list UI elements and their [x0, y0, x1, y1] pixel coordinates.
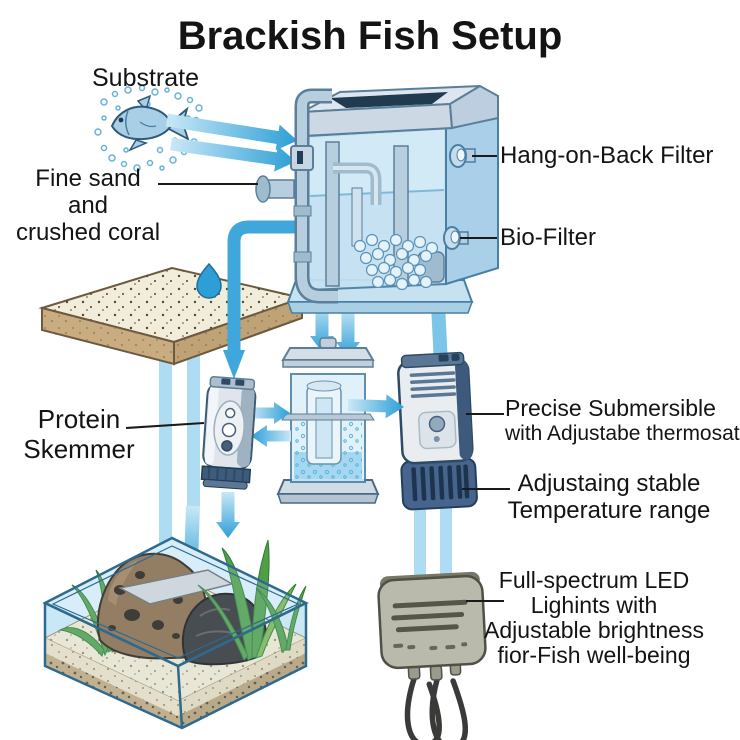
flow-band-right [187, 336, 200, 508]
led-label: Full-spectrum LED Lighints with Adjustab… [476, 568, 712, 668]
protein-skimmer-label: Protein Skemmer [14, 404, 144, 464]
arrow-fish-to-filter-1 [165, 113, 298, 151]
led-line1: Full-spectrum LED [498, 567, 690, 593]
leader-lines [125, 155, 510, 602]
arrow-fish-to-filter-2 [170, 137, 296, 172]
arrow-skimmer-down [216, 492, 240, 538]
protein-skimmer-unit [200, 376, 257, 490]
power-cable-2 [429, 677, 469, 740]
heater-label: Precise Submersible with Adjustabe therm… [505, 395, 740, 447]
flow-band-heater-2 [440, 486, 452, 580]
led-line3: Adjustable brightness [484, 617, 704, 643]
water-droplet-icon [196, 262, 222, 299]
aquarium-tank [42, 536, 309, 730]
flow-band-left [159, 336, 172, 548]
arrow-filter-to-skimmer [223, 220, 309, 379]
filter-media-container [276, 337, 380, 504]
diagram-title: Brackish Fish Setup [177, 14, 563, 58]
protein-line1: Protein [37, 404, 121, 434]
arrow-container-to-skimmer [251, 425, 291, 447]
substrate-label: Substrate [92, 64, 200, 92]
arrow-container-to-heater [347, 394, 404, 419]
arrow-skimmer-to-container [250, 402, 290, 424]
hob-filter-unit [255, 84, 499, 314]
heater-line2: with Adjustabe thermosat [505, 422, 740, 445]
protein-line2: Skemmer [23, 434, 135, 464]
arrow-filter-down-2 [336, 306, 360, 358]
temperature-label: Adjustaing stable Temperature range [495, 470, 723, 524]
substrate-slab [38, 266, 306, 366]
bio-filter-label: Bio-Filter [500, 224, 597, 251]
heater-line1: Precise Submersible [505, 395, 716, 421]
fine-sand-line1: Fine sand and [35, 165, 141, 219]
led-light-unit [377, 571, 487, 740]
hob-filter-label: Hang-on-Back Filter [500, 142, 714, 169]
fine-sand-label: Fine sand and crushed coral [14, 165, 162, 246]
submersible-heater-unit [397, 351, 478, 511]
led-line2: Lighints with [530, 592, 658, 618]
power-cable-1 [404, 676, 442, 740]
fine-sand-line2: crushed coral [15, 219, 161, 246]
bio-balls [353, 233, 439, 291]
temp-line2: Temperature range [507, 497, 711, 524]
temp-line1: Adjustaing stable [517, 470, 701, 497]
led-line4: fior-Fish well-being [497, 642, 691, 668]
